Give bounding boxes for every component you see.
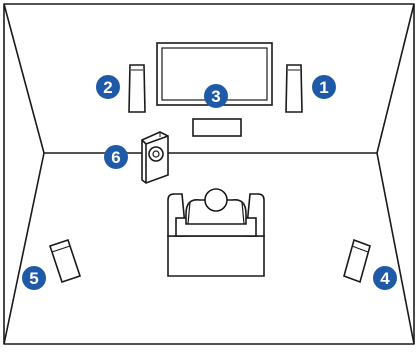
floor-right-edge <box>377 153 414 344</box>
badge-5-label: 5 <box>29 269 38 288</box>
badge-1: 1 <box>312 75 336 99</box>
sofa-base <box>168 236 264 276</box>
badge-1-label: 1 <box>319 78 328 97</box>
front-right-speaker-icon <box>286 65 302 112</box>
badge-5: 5 <box>22 266 46 290</box>
left-wall-edge <box>4 4 44 153</box>
right-wall-edge <box>377 4 414 153</box>
listener-on-sofa-icon <box>168 189 264 276</box>
front-left-speaker-icon <box>129 65 145 112</box>
badge-3-label: 3 <box>211 87 220 106</box>
badge-6: 6 <box>104 145 128 169</box>
badge-3: 3 <box>204 84 228 108</box>
floor-left-edge <box>4 153 44 344</box>
badge-4-label: 4 <box>380 269 390 288</box>
badge-6-label: 6 <box>111 148 120 167</box>
badge-2-label: 2 <box>103 78 112 97</box>
center-speaker-icon <box>193 119 241 136</box>
surround-right-speaker-icon <box>344 240 370 282</box>
badge-2: 2 <box>96 75 120 99</box>
badge-4: 4 <box>373 266 397 290</box>
subwoofer-icon <box>142 132 168 183</box>
surround-left-speaker-icon <box>50 240 80 282</box>
person-head <box>205 189 227 211</box>
